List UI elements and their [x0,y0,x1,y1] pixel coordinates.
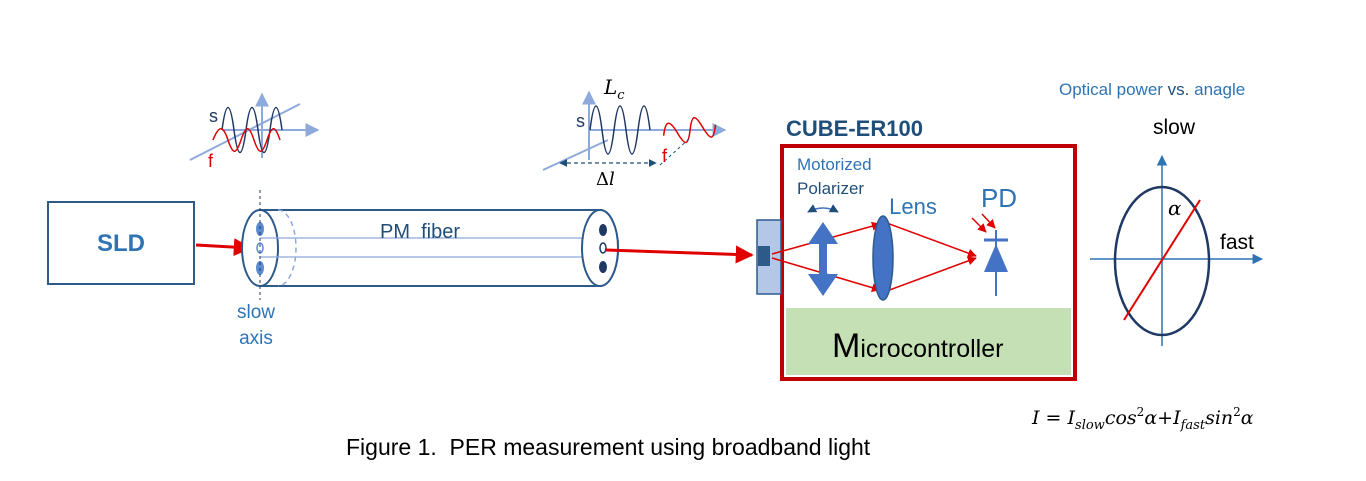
wave-packet-input [189,92,320,161]
microcontroller-label: Microcontroller [832,327,1003,365]
beam-fiber-to-cube [605,245,754,264]
plot-title: Optical power vs. anagle [1059,80,1245,99]
sld-label: SLD [97,230,145,257]
intensity-formula: I = Islowcos2α+Ifastsin2α [1031,405,1254,433]
input-connector-port [758,246,770,266]
cube-title: CUBE-ER100 [786,116,923,141]
wave2-f-label: f [662,146,668,166]
figure-caption: Figure 1. PER measurement using broadban… [346,434,871,460]
pd-label: PD [981,183,1017,213]
motorized-polarizer [807,204,839,296]
wave-packet-output [542,90,727,171]
delta-l-label: Δl [596,169,615,190]
plot-fast-label: fast [1220,231,1254,254]
plot-slow-label: slow [1153,116,1196,139]
microcontroller-box [786,308,1071,375]
lens [872,215,894,301]
wave1-s-label: s [209,106,218,126]
pm-fiber [241,190,619,300]
sld-box [47,201,195,285]
plot-alpha-label: α [1168,196,1182,220]
polar-plot [1090,154,1264,346]
coherence-length-label: Lc [603,75,625,103]
lens-label: Lens [889,194,937,219]
photodiode [971,213,1008,296]
slow-axis-label-line2: axis [239,328,273,349]
beam-sld-to-fiber [195,238,252,257]
pm-fiber-label: PM fiber [380,221,460,243]
motorized-polarizer-label-line2: Polarizer [797,179,864,198]
slow-axis-label-line1: slow [237,302,275,323]
motorized-polarizer-label-line1: Motorized [797,155,872,174]
wave1-f-label: f [208,151,214,171]
wave2-s-label: s [576,111,585,131]
